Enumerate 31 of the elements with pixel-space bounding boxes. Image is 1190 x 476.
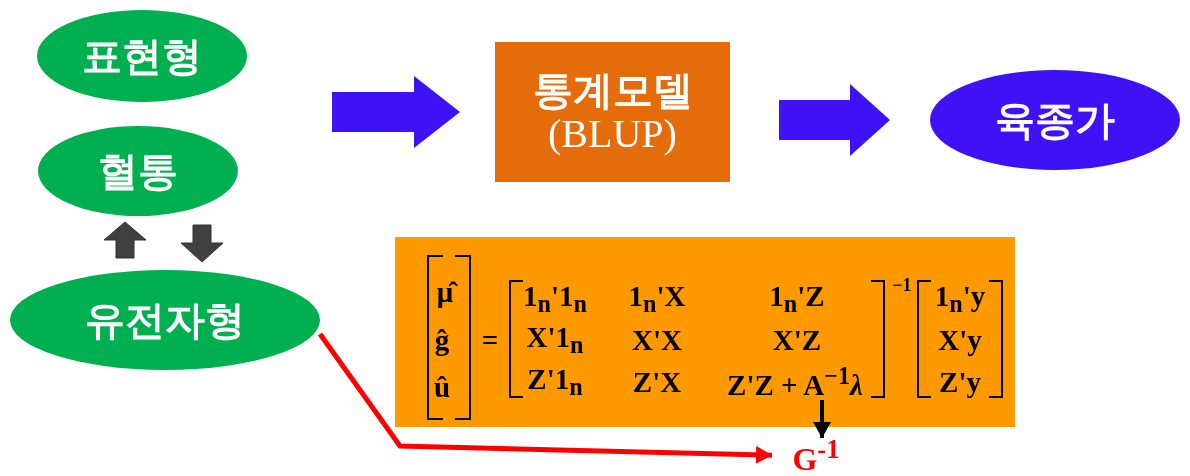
node-label: 혈통 xyxy=(98,149,178,193)
arrow xyxy=(813,400,831,438)
node-label: 표현형 xyxy=(82,34,202,78)
node-label: 유전자형 xyxy=(85,298,245,342)
matrix-entry: Z'1$_{n}$ xyxy=(527,364,583,400)
matrix-entry: 1$_{n}$'X xyxy=(628,281,686,317)
matrix-entry: Z'X xyxy=(632,367,682,397)
matrix-entry: 1$_{n}$'1$_{n}$ xyxy=(523,281,587,317)
block-arrow xyxy=(332,76,460,148)
matrix-entry: −1 xyxy=(892,276,912,294)
matrix-entry: X'1$_{n}$ xyxy=(526,322,584,358)
arrow xyxy=(317,332,773,464)
node-label: (BLUP) xyxy=(548,112,677,156)
matrix-entry: 1$_{n}$'y xyxy=(934,281,986,317)
matrix-entry: ĝ xyxy=(434,325,450,355)
block-arrow xyxy=(103,221,147,259)
matrix-entry: Z'y xyxy=(939,367,981,397)
matrix-entry: 1$_{n}$'Z xyxy=(769,281,825,317)
node-label: 육종가 xyxy=(995,98,1115,142)
matrix-entry: û xyxy=(433,372,451,402)
node-label: 통계모델 xyxy=(532,68,693,112)
matrix-entry: X'X xyxy=(632,325,682,355)
matrix-entry: = xyxy=(481,325,499,355)
formula-label: G$^{-1}$ xyxy=(792,435,840,476)
formula-panel xyxy=(395,237,1015,427)
block-arrow xyxy=(779,84,890,156)
process-box xyxy=(495,42,730,182)
matrix-entry: Z'Z + A$^{−1}$λ xyxy=(727,364,863,400)
block-arrow xyxy=(180,224,224,263)
matrix-entry: X'y xyxy=(938,325,982,355)
matrix-entry: X'Z xyxy=(772,325,822,355)
